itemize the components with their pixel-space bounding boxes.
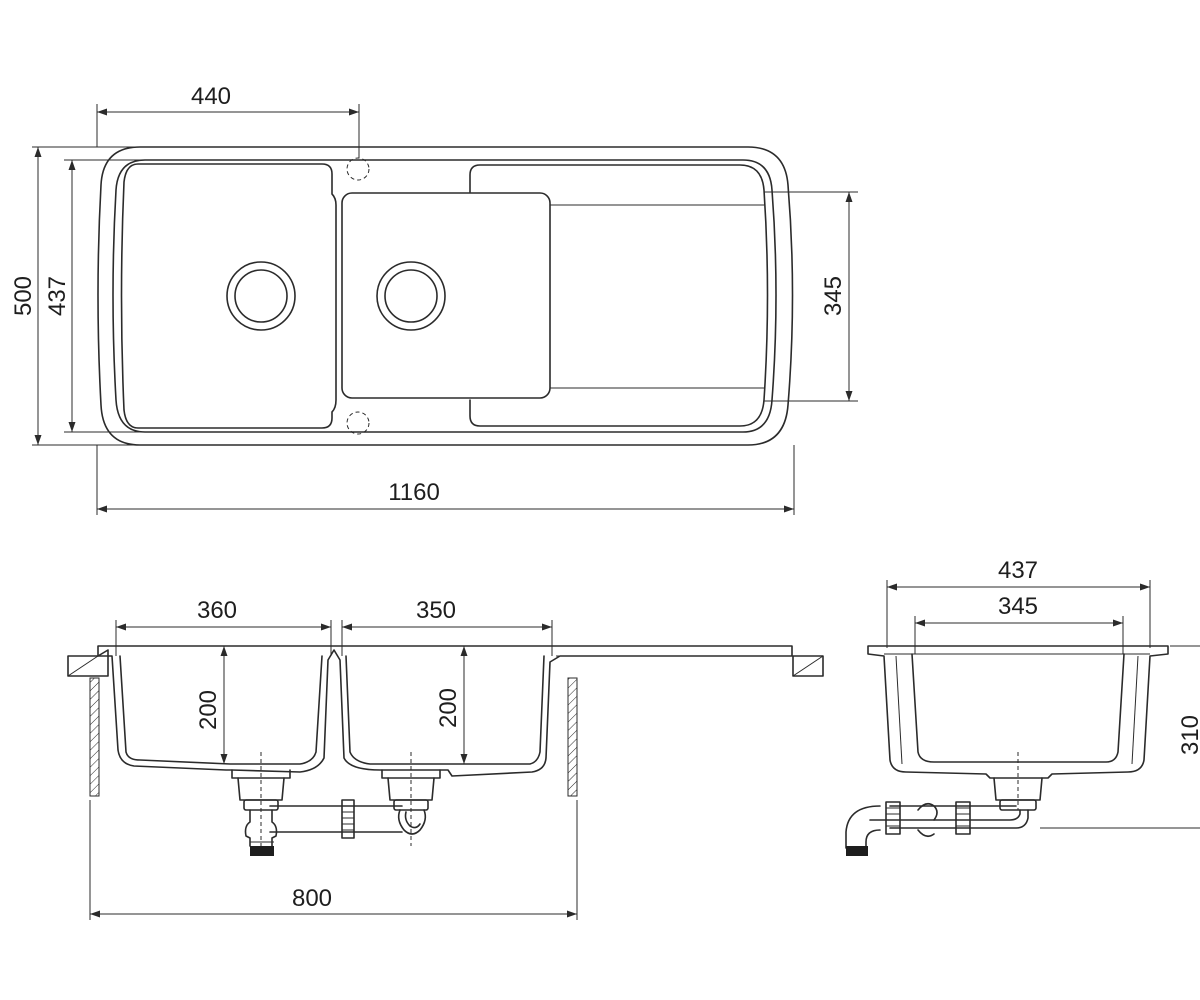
side-dim-437-label: 437 [998, 557, 1038, 584]
side-section-view: 437 345 310 [845, 557, 1200, 856]
sink-outer-rim [97, 146, 794, 446]
front-drain-right [381, 752, 441, 846]
front-waste-pipes [244, 799, 427, 856]
dim-200-right-label: 200 [435, 688, 462, 728]
side-profile-inner [911, 653, 1125, 763]
side-profile-outer [867, 645, 1169, 779]
side-waste-pipe [845, 801, 1200, 856]
dim-500-label: 500 [10, 276, 37, 316]
small-bowl-outline [341, 192, 551, 399]
side-drain [993, 752, 1043, 811]
front-section-view: 360 350 200 200 800 [67, 597, 824, 920]
front-drain-left [231, 752, 291, 850]
tap-hole-bottom [346, 411, 370, 435]
dim-800-label: 800 [292, 885, 332, 912]
sink-section-profile-inner [119, 655, 323, 765]
sink-section-profile-outer [97, 645, 793, 777]
small-bowl-drain [376, 261, 446, 331]
cabinet-wall-left [89, 677, 100, 797]
countertop-right [792, 655, 824, 677]
sink-inner-rim [112, 159, 777, 433]
dim-200-left-label: 200 [195, 690, 222, 730]
large-bowl-drain [226, 261, 296, 331]
dim-350-label: 350 [416, 597, 456, 624]
large-bowl-outline [120, 163, 337, 429]
dim-440-label: 440 [191, 83, 231, 110]
top-view: 440 500 437 345 1160 [10, 83, 858, 515]
tap-hole-top [346, 157, 370, 181]
dim-437-label: 437 [44, 276, 71, 316]
drainer-board-outline [469, 164, 769, 427]
dim-360-label: 360 [197, 597, 237, 624]
dim-1160-label: 1160 [388, 479, 440, 506]
cabinet-wall-right [567, 677, 578, 797]
dim-345-label: 345 [820, 276, 847, 316]
countertop-left [67, 649, 109, 677]
side-dim-310-label: 310 [1177, 715, 1200, 755]
side-dim-345-label: 345 [998, 593, 1038, 620]
